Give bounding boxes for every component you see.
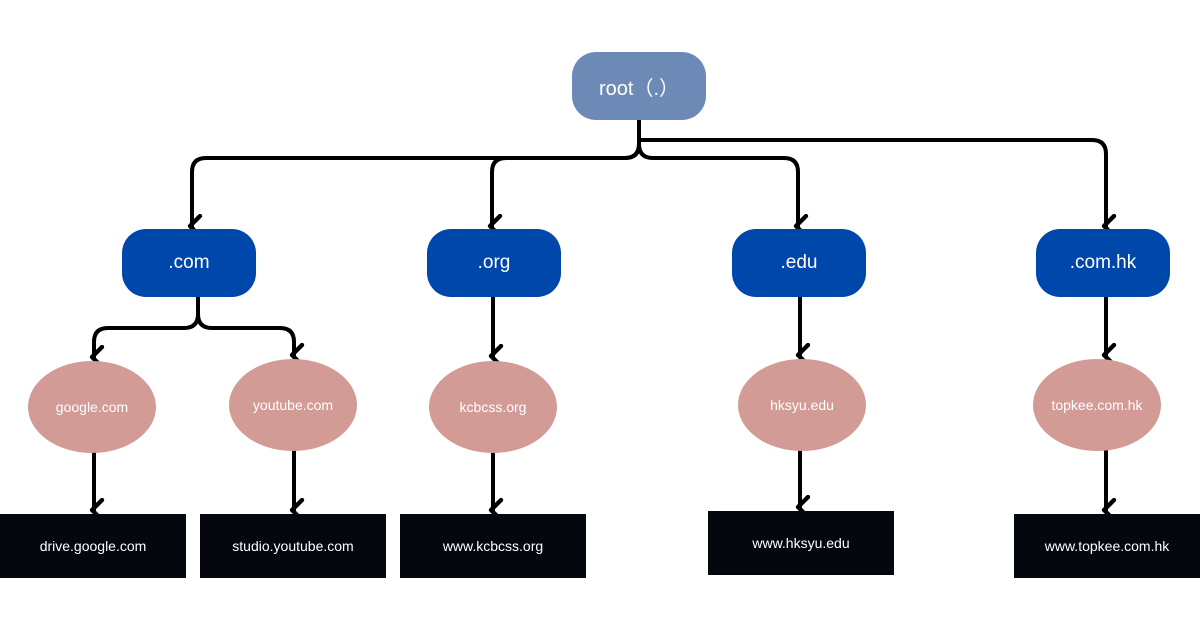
arrow-root-to-edu	[637, 138, 798, 226]
host-node-studio: studio.youtube.com	[200, 514, 386, 578]
domain-label: youtube.com	[252, 397, 334, 413]
host-label: www.topkee.com.hk	[1044, 538, 1170, 554]
domain-label: google.com	[55, 399, 129, 415]
host-node-www-kcbcss: www.kcbcss.org	[400, 514, 586, 578]
host-label: drive.google.com	[39, 538, 147, 554]
domain-node-youtube: youtube.com	[229, 359, 357, 451]
tld-node-com: .com	[122, 229, 256, 297]
arrow-root-to-com	[192, 138, 641, 226]
tld-label: .com.hk	[1069, 252, 1137, 273]
domain-label: hksyu.edu	[770, 397, 834, 413]
tld-node-org: .org	[427, 229, 561, 297]
host-label: studio.youtube.com	[232, 538, 354, 554]
domain-node-topkee: topkee.com.hk	[1033, 359, 1161, 451]
root-label: root（.）	[598, 77, 680, 100]
domain-label: topkee.com.hk	[1051, 397, 1143, 413]
host-node-www-topkee: www.topkee.com.hk	[1014, 514, 1200, 578]
tld-label: .com	[168, 252, 210, 273]
tld-label: .edu	[780, 252, 818, 273]
root-node: root（.）	[572, 52, 706, 120]
tld-node-com-hk: .com.hk	[1036, 229, 1170, 297]
arrow-root-to-org	[492, 138, 641, 226]
host-label: www.hksyu.edu	[752, 535, 850, 551]
domain-node-google: google.com	[28, 361, 156, 453]
host-node-www-hksyu: www.hksyu.edu	[708, 511, 894, 575]
arrow-root-to-comhk	[637, 138, 1106, 226]
tld-label: .org	[477, 252, 511, 273]
arrow-com-to-google	[94, 312, 200, 357]
domain-label: kcbcss.org	[459, 399, 527, 415]
tld-node-edu: .edu	[732, 229, 866, 297]
arrow-com-to-youtube	[196, 312, 294, 355]
domain-node-kcbcss: kcbcss.org	[429, 361, 557, 453]
domain-node-hksyu: hksyu.edu	[738, 359, 866, 451]
host-label: www.kcbcss.org	[442, 538, 544, 554]
host-node-drive: drive.google.com	[0, 514, 186, 578]
